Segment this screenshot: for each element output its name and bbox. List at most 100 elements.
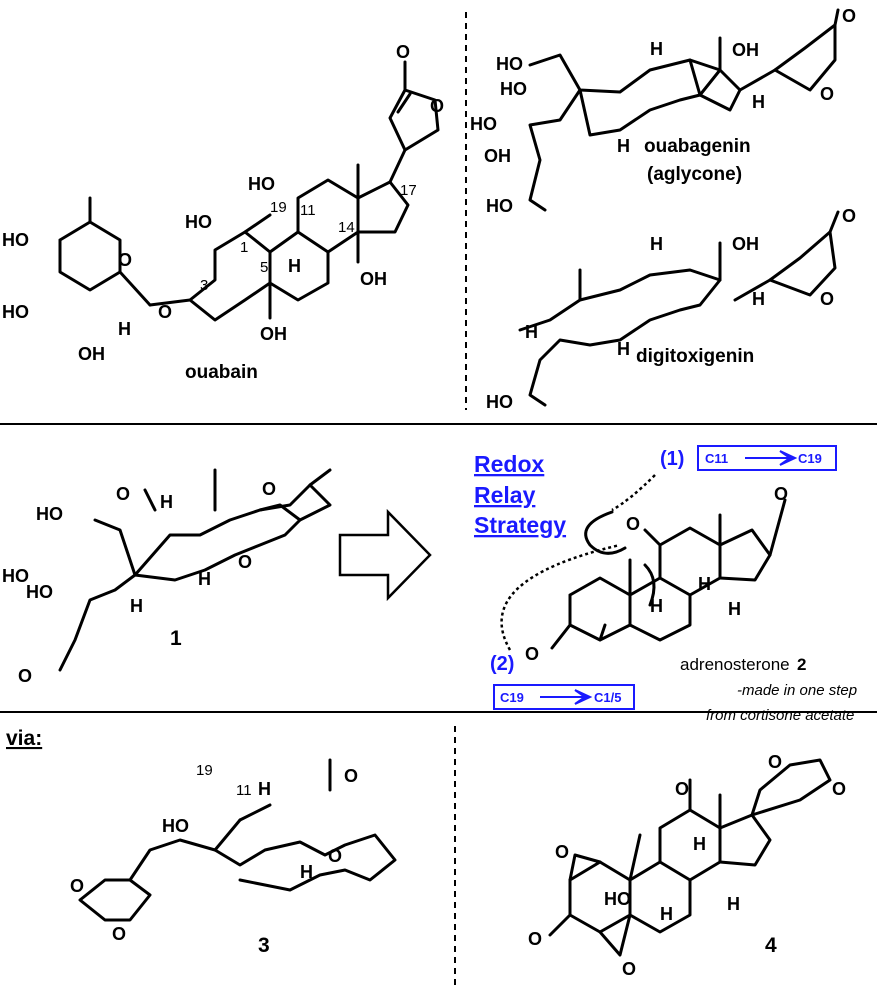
c1-ho-left: HO — [2, 566, 29, 586]
digitoxigenin-h-top: H — [650, 234, 663, 254]
c1-h-low: H — [130, 596, 143, 616]
compound-4-label: 4 — [765, 934, 777, 957]
ouabain-c3: 3 — [200, 277, 208, 294]
ouabain-oh-bottom: OH — [78, 344, 105, 364]
c3-ketal-o-bottom: O — [328, 846, 342, 866]
step2-from: C19 — [500, 690, 524, 705]
adreno-o-c3: O — [525, 644, 539, 664]
adreno-o-c17: O — [774, 484, 788, 504]
c1-h-mid: H — [198, 569, 211, 589]
ouabain-ho-low: HO — [2, 302, 29, 322]
c3-c11: 11 — [236, 782, 252, 799]
ouabagenin-ho-mid: HO — [470, 114, 497, 134]
strategy-line2: Relay — [474, 482, 536, 508]
step2-box — [493, 684, 635, 710]
step2-to: C1/5 — [594, 690, 621, 705]
ouabain-c5: 5 — [260, 259, 268, 276]
ouabagenin-carbonyl-o: O — [842, 6, 856, 26]
ouabain-oh-c5: OH — [260, 324, 287, 344]
ouabain-lactone-o: O — [430, 96, 444, 116]
c3-ketal-o-top: O — [344, 766, 358, 786]
ouabain-sugar-o: O — [118, 250, 132, 270]
ouabain-structure: HO HO OH O H O HO HO OH OH H O O 3 1 19 … — [2, 42, 444, 383]
ouabain-ho-left: HO — [2, 230, 29, 250]
c4-h-mid: H — [660, 904, 673, 924]
c4-ketone-o-left: O — [528, 929, 542, 949]
step2-number: (2) — [490, 653, 514, 675]
adreno-note-2: from cortisone acetate — [706, 707, 854, 724]
c1-ho-top: HO — [36, 504, 63, 524]
step1-to: C19 — [798, 451, 822, 466]
digitoxigenin-carbonyl-o: O — [842, 206, 856, 226]
ouabagenin-ho-top: HO — [496, 54, 523, 74]
ouabain-h-c9: H — [288, 256, 301, 276]
ouabain-ho-c1: HO — [185, 212, 212, 232]
c4-epoxide-o-top: O — [555, 842, 569, 862]
forward-arrow — [338, 508, 432, 602]
c3-c19: 19 — [196, 762, 213, 779]
redox-relay-strategy: Redox Relay Strategy (1) C11 C19 (2) C19… — [474, 445, 837, 710]
ouabagenin-label: ouabagenin — [644, 136, 751, 157]
adreno-o-c11: O — [626, 514, 640, 534]
compound-4-structure: O O O O HO H H H O O 4 — [528, 752, 846, 979]
c4-ketal-o-left: O — [768, 752, 782, 772]
strategy-line1: Redox — [474, 451, 545, 477]
c3-h-bottom: H — [300, 862, 313, 882]
step2-arrow — [540, 689, 593, 705]
digitoxigenin-h-a: H — [525, 322, 538, 342]
step2-connector — [500, 543, 621, 651]
ouabagenin-oh: OH — [484, 146, 511, 166]
ouabain-oh-c14: OH — [360, 269, 387, 289]
ouabain-glycoside-o: O — [158, 302, 172, 322]
c3-ho: HO — [162, 816, 189, 836]
c1-ho-inner: HO — [26, 582, 53, 602]
c4-h-top: H — [693, 834, 706, 854]
step1-box — [697, 445, 837, 471]
ouabain-c19: 19 — [270, 199, 287, 216]
ouabagenin-h-top: H — [650, 39, 663, 59]
curved-arrow-1 — [584, 510, 627, 555]
c1-ketal-o-bottom: O — [238, 552, 252, 572]
ouabain-carbonyl-o: O — [396, 42, 410, 62]
c4-ho: HO — [604, 889, 631, 909]
c4-epoxide-o-bottom: O — [622, 959, 636, 979]
digitoxigenin-h-right: H — [752, 289, 765, 309]
ouabain-c11: 11 — [300, 202, 316, 219]
digitoxigenin-h-low: H — [617, 339, 630, 359]
ouabain-label: ouabain — [185, 362, 258, 383]
c3-dioxolane-o-bottom: O — [112, 924, 126, 944]
adreno-note-1: -made in one step — [737, 682, 857, 699]
ouabain-ho-c11: HO — [248, 174, 275, 194]
compound-3-label: 3 — [258, 934, 270, 957]
step1-arrow — [745, 450, 798, 466]
ouabain-sugar-h: H — [118, 319, 131, 339]
step1-number: (1) — [660, 448, 684, 470]
compound-1-structure: HO HO HO O O H H H O O 1 — [2, 468, 332, 686]
ouabagenin-structure: HO HO HO OH HO H H OH H O O ouabagenin (… — [470, 6, 856, 216]
c3-h-top: H — [258, 779, 271, 799]
c4-ketal-o-right: O — [832, 779, 846, 799]
digitoxigenin-label: digitoxigenin — [636, 346, 754, 367]
c1-ketal-o-top: O — [262, 479, 276, 499]
c4-h-right: H — [727, 894, 740, 914]
adrenosterone-number: 2 — [797, 655, 806, 674]
section-dividers — [0, 12, 877, 987]
ouabagenin-ho-inner: HO — [500, 79, 527, 99]
ouabagenin-ho-bottom: HO — [486, 196, 513, 216]
adrenosterone-structure: O O O H H H adrenosterone 2 -made in one… — [525, 484, 857, 724]
strategy-line3: Strategy — [474, 512, 566, 538]
digitoxigenin-lactone-o: O — [820, 289, 834, 309]
ouabagenin-aglycone: (aglycone) — [647, 164, 742, 185]
compound-1-label: 1 — [170, 627, 182, 650]
adrenosterone-label: adrenosterone — [680, 655, 790, 674]
ouabagenin-h-low: H — [617, 136, 630, 156]
c1-ketone-o-bottom: O — [18, 666, 32, 686]
ouabain-c17: 17 — [400, 182, 417, 199]
ouabain-c14: 14 — [338, 219, 355, 236]
ouabagenin-lactone-o: O — [820, 84, 834, 104]
c4-ketone-o-c11: O — [675, 779, 689, 799]
ouabagenin-h-right: H — [752, 92, 765, 112]
ouabain-c1: 1 — [240, 239, 248, 256]
digitoxigenin-ho: HO — [486, 392, 513, 412]
